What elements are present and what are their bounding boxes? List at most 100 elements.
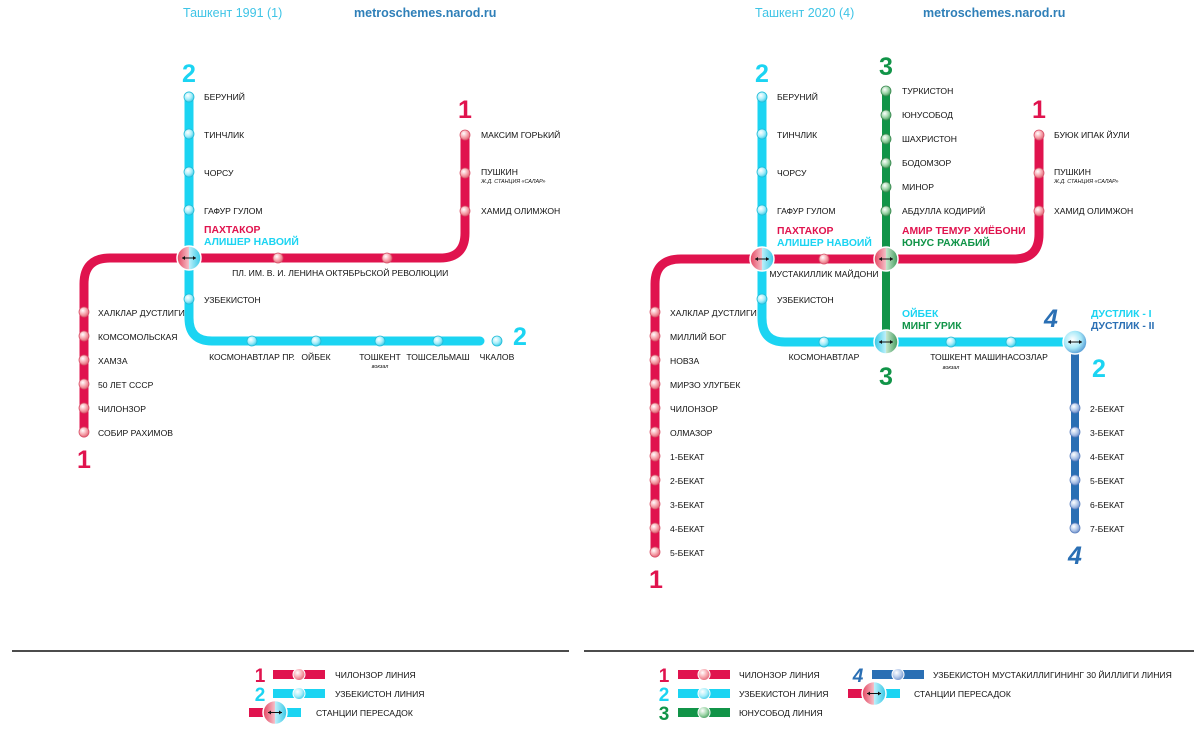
- right-transfer-c-name-green: МИНГ УРИК: [902, 321, 962, 332]
- right-station-dot[interactable]: [649, 546, 661, 558]
- right-station-label: ТОШКЕНТ: [930, 352, 972, 362]
- left-station-dot[interactable]: [78, 330, 90, 342]
- right-station-dot[interactable]: [880, 181, 892, 193]
- right-transfer-d-name-1: ДУСТЛИК - I: [1091, 309, 1152, 320]
- left-station-dot[interactable]: [183, 128, 195, 140]
- right-transfer-dustlik[interactable]: [1062, 329, 1088, 355]
- right-station-dot[interactable]: [1033, 167, 1045, 179]
- right-station-label: 3-БЕКАТ: [670, 500, 705, 510]
- right-line2-number-end: 2: [1092, 355, 1106, 383]
- transfer-arrow-icon: [879, 257, 893, 261]
- right-station-dot[interactable]: [880, 205, 892, 217]
- right-station-dot[interactable]: [880, 85, 892, 97]
- left-station-label: ЧОРСУ: [204, 168, 234, 178]
- right-line1-track: [650, 131, 1044, 558]
- left-legend-label: СТАНЦИИ ПЕРЕСАДОК: [316, 708, 413, 718]
- right-station-dot[interactable]: [880, 109, 892, 121]
- left-station-dot[interactable]: [78, 306, 90, 318]
- right-station-dot[interactable]: [649, 426, 661, 438]
- left-station-sublabel: вокзал: [372, 364, 389, 370]
- right-transfer-a-name-red: ПАХТАКОР: [777, 226, 834, 237]
- right-station-dot[interactable]: [756, 128, 768, 140]
- left-station-dot[interactable]: [78, 402, 90, 414]
- right-station-dot[interactable]: [880, 133, 892, 145]
- right-station-dot[interactable]: [649, 378, 661, 390]
- right-site-link[interactable]: metroschemes.narod.ru: [923, 6, 1065, 20]
- right-station-dot[interactable]: [1069, 426, 1081, 438]
- left-station-label: ХАМИД ОЛИМЖОН: [481, 206, 560, 216]
- right-map-title: Ташкент 2020 (4): [755, 6, 854, 20]
- right-station-dot[interactable]: [1069, 402, 1081, 414]
- left-station-dot[interactable]: [432, 335, 444, 347]
- right-transfer-oybek[interactable]: [873, 329, 899, 355]
- left-transfer-pakhtakor[interactable]: [176, 245, 202, 271]
- left-line2-number-end: 2: [513, 323, 527, 351]
- left-station-dot[interactable]: [310, 335, 322, 347]
- left-station-dot[interactable]: [78, 378, 90, 390]
- right-station-dot[interactable]: [1033, 205, 1045, 217]
- left-station-label: МАКСИМ ГОРЬКИЙ: [481, 129, 560, 140]
- left-station-sublabel: Ж.Д. СТАНЦИЯ «САЛАР»: [480, 179, 546, 185]
- right-station-dot[interactable]: [1069, 522, 1081, 534]
- right-station-dot[interactable]: [1069, 474, 1081, 486]
- left-station-dot[interactable]: [246, 335, 258, 347]
- left-station-dot[interactable]: [459, 167, 471, 179]
- right-station-dot[interactable]: [1069, 450, 1081, 462]
- right-legend-number: 1: [659, 666, 670, 687]
- left-station-dot[interactable]: [78, 426, 90, 438]
- right-station-dot[interactable]: [880, 157, 892, 169]
- left-station-dot[interactable]: [183, 204, 195, 216]
- right-station-label: 4-БЕКАТ: [670, 524, 705, 534]
- right-station-dot[interactable]: [649, 354, 661, 366]
- left-station-dot[interactable]: [272, 252, 284, 264]
- left-line1-number-end: 1: [77, 446, 91, 474]
- right-line1-number-top: 1: [1032, 96, 1046, 124]
- left-legend-label: УЗБЕКИСТОН ЛИНИЯ: [335, 689, 424, 699]
- right-station-dot[interactable]: [818, 253, 830, 265]
- left-station-label: СОБИР РАХИМОВ: [98, 428, 173, 438]
- right-legend-number: 2: [659, 685, 670, 706]
- right-transfer-pakhtakor[interactable]: [749, 246, 775, 272]
- right-station-sublabel: вокзал: [943, 365, 960, 371]
- right-station-dot[interactable]: [818, 336, 830, 348]
- left-station-dot[interactable]: [183, 166, 195, 178]
- left-station-dot[interactable]: [459, 129, 471, 141]
- right-transfer-amir-temur[interactable]: [873, 246, 899, 272]
- right-station-dot[interactable]: [649, 450, 661, 462]
- right-station-label: БЕРУНИЙ: [777, 91, 818, 102]
- right-station-dot[interactable]: [756, 166, 768, 178]
- left-station-dot[interactable]: [78, 354, 90, 366]
- left-station-label: ТИНЧЛИК: [204, 130, 244, 140]
- left-station-dot[interactable]: [459, 205, 471, 217]
- right-station-dot[interactable]: [649, 522, 661, 534]
- right-station-dot[interactable]: [649, 402, 661, 414]
- right-station-dot[interactable]: [756, 293, 768, 305]
- left-station-dot[interactable]: [183, 293, 195, 305]
- right-station-dot[interactable]: [1005, 336, 1017, 348]
- right-station-dot[interactable]: [649, 330, 661, 342]
- right-station-label: ГАФУР ГУЛОМ: [777, 206, 836, 216]
- transfer-arrow-icon: [182, 256, 196, 260]
- right-station-label: АБДУЛЛА КОДИРИЙ: [902, 205, 985, 216]
- right-station-dot[interactable]: [649, 474, 661, 486]
- right-station-dot[interactable]: [1033, 129, 1045, 141]
- left-site-link[interactable]: metroschemes.narod.ru: [354, 6, 496, 20]
- left-station-label: ОЙБЕК: [301, 351, 330, 362]
- left-station-dot[interactable]: [183, 91, 195, 103]
- left-station-label: ЧИЛОНЗОР: [98, 404, 146, 414]
- right-station-dot[interactable]: [1069, 498, 1081, 510]
- left-station-dot[interactable]: [374, 335, 386, 347]
- right-transfer-a-name-cyan: АЛИШЕР НАВОИЙ: [777, 236, 872, 249]
- right-station-dot[interactable]: [649, 498, 661, 510]
- transfer-arrow-icon: [867, 691, 881, 696]
- right-station-dot[interactable]: [945, 336, 957, 348]
- right-legend-label: ЮНУСОБОД ЛИНИЯ: [739, 708, 823, 718]
- left-station-dot[interactable]: [491, 335, 503, 347]
- right-station-dot[interactable]: [756, 204, 768, 216]
- left-map: 2 1 2 1 БЕРУНИЙ ТИНЧЛИК ЧОРСУ ГАФУР ГУЛО…: [77, 60, 560, 474]
- right-station-dot[interactable]: [756, 91, 768, 103]
- right-station-dot[interactable]: [649, 306, 661, 318]
- left-station-dot[interactable]: [381, 252, 393, 264]
- right-transfer-b-name-red: АМИР ТЕМУР ХИЁБОНИ: [902, 224, 1026, 237]
